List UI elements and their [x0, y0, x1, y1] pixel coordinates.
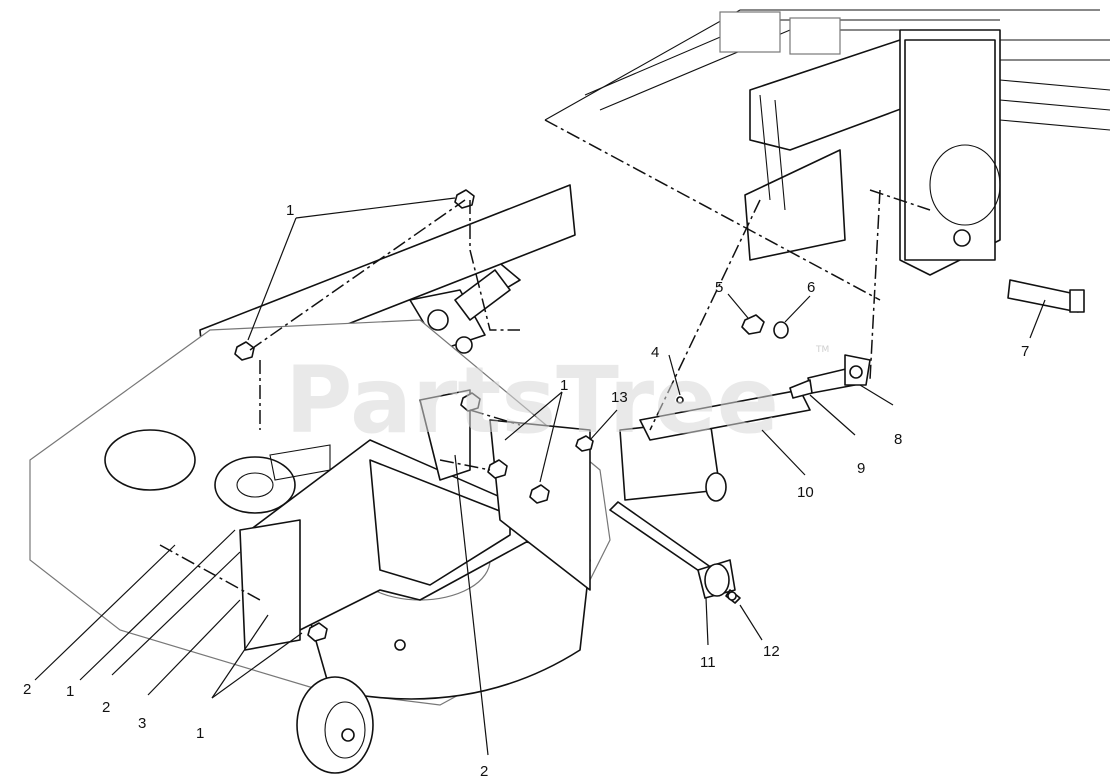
- callout-7: 7: [1021, 343, 1029, 360]
- callout-10: 10: [797, 484, 814, 501]
- callout-12: 12: [763, 643, 780, 660]
- callout-6: 6: [807, 279, 815, 296]
- callout-2-left: 2: [23, 681, 31, 698]
- right-parts: [575, 279, 1085, 604]
- watermark-trademark: TM: [815, 345, 829, 355]
- callout-1-mid: 1: [560, 377, 568, 394]
- callout-9: 9: [857, 460, 865, 477]
- callout-3: 3: [138, 715, 146, 732]
- callout-2-left-lower: 2: [102, 699, 110, 716]
- callout-labels: 1 1 1 1 2 2 2 3 4 5 6 7 8 9 10 11 12 13: [23, 202, 1029, 780]
- watermark-text: PartsTree: [285, 347, 779, 454]
- callout-13: 13: [611, 389, 628, 406]
- callout-2-bottom: 2: [480, 763, 488, 780]
- caster-wheel: [296, 676, 374, 774]
- leader-lines: [34, 197, 1046, 756]
- alignment-lines: [159, 119, 931, 601]
- callout-5: 5: [715, 279, 723, 296]
- callout-8: 8: [894, 431, 902, 448]
- callout-11: 11: [700, 654, 716, 671]
- callout-1-bottom: 1: [196, 725, 204, 742]
- callout-4: 4: [651, 344, 659, 361]
- callout-1-top: 1: [286, 202, 294, 219]
- deck-hitch-bracket: [239, 389, 591, 651]
- callout-1-bottom-left: 1: [66, 683, 74, 700]
- chassis-frame: [544, 9, 1111, 276]
